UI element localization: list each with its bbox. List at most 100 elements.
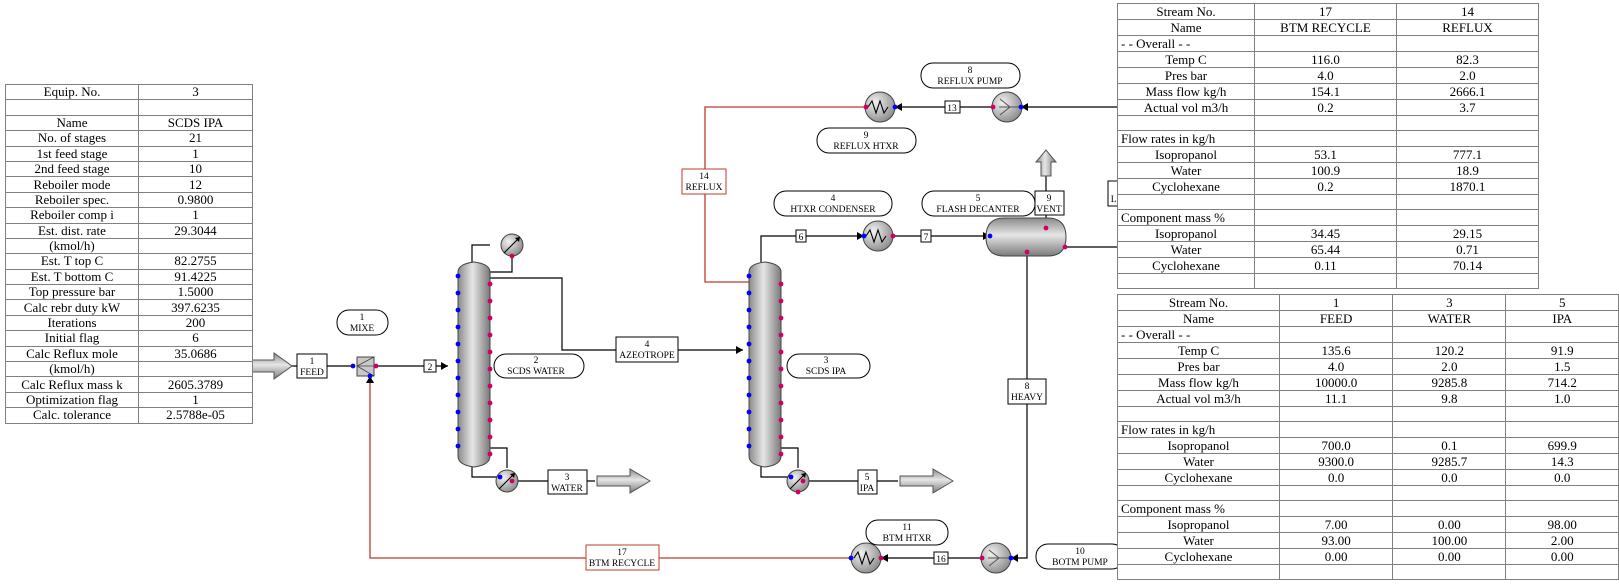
- table-cell: 34.45: [1254, 225, 1397, 242]
- stream-label-water[interactable]: 3 WATER: [547, 469, 588, 495]
- table-cell: 1.5000: [138, 284, 253, 301]
- table-cell: No. of stages: [5, 130, 139, 147]
- table-cell: [1254, 194, 1397, 210]
- reboiler-icon: [786, 469, 810, 493]
- equipment-label-flash-decanter[interactable]: 5 FLASH DECANTER: [921, 190, 1036, 217]
- table-cell: FEED: [1278, 310, 1394, 327]
- table-cell: 9285.8: [1392, 374, 1507, 391]
- heat-exchanger-icon[interactable]: [862, 220, 894, 252]
- outlet-port: [990, 104, 996, 110]
- equipment-label-htxr-condenser[interactable]: 4 HTXR CONDENSER: [773, 190, 893, 217]
- table-cell: 91.4225: [138, 268, 253, 286]
- stream-label-7[interactable]: 7: [920, 229, 932, 243]
- outlet-port: [863, 104, 869, 110]
- stream-6-line[interactable]: [760, 235, 864, 262]
- pump-icon[interactable]: [991, 91, 1023, 123]
- table-cell: [1254, 35, 1397, 52]
- outlet-port: [878, 555, 884, 561]
- stream-btm-recycle-line[interactable]: [369, 376, 858, 559]
- heat-exchanger-icon[interactable]: [850, 542, 882, 574]
- stream-label-azeotrope[interactable]: 4 AZEOTROPE: [615, 336, 679, 363]
- blank-row: [1117, 273, 1539, 289]
- table-cell: [1505, 421, 1619, 438]
- column-icon[interactable]: [457, 261, 491, 468]
- table-cell: 2605.3789: [138, 376, 253, 393]
- equipment-label-botm-pump[interactable]: 10 BOTM PUMP: [1035, 543, 1125, 570]
- stream-label-btm-recycle[interactable]: 17 BTM RECYCLE: [585, 544, 660, 571]
- section-header-row: Component mass %: [1117, 500, 1619, 517]
- section-label: Flow rates in kg/h: [1117, 130, 1255, 147]
- equipment-label-reflux-htxr[interactable]: 9 REFLUX HTXR: [816, 127, 917, 154]
- outlet-port: [778, 383, 784, 389]
- table-cell: 29.3044: [138, 222, 253, 239]
- column-header: 3: [1392, 294, 1507, 311]
- outlet-port: [487, 400, 493, 406]
- mixer-icon[interactable]: [356, 356, 375, 377]
- inlet-port: [455, 324, 461, 330]
- pump-icon[interactable]: [980, 542, 1012, 574]
- column-ports: [455, 273, 784, 457]
- svg-text:SCDS WATER: SCDS WATER: [507, 367, 565, 377]
- table-cell: [1278, 326, 1394, 343]
- table-cell: Reboiler mode: [5, 176, 139, 193]
- stream-heavy-line[interactable]: [1011, 252, 1028, 559]
- outlet-port: [778, 366, 784, 372]
- table-cell: 12: [138, 176, 253, 193]
- inlet-port: [455, 290, 461, 296]
- svg-text:1: 1: [360, 313, 365, 323]
- equipment-label-scds-water[interactable]: 2 SCDS WATER: [493, 353, 585, 379]
- svg-text:BTM HTXR: BTM HTXR: [883, 534, 932, 544]
- table-cell: [1254, 209, 1397, 226]
- equipment-label-btm-htxr[interactable]: 11 BTM HTXR: [865, 519, 949, 546]
- table-cell: Actual vol m3/h: [1117, 99, 1255, 116]
- reboiler-icon: [495, 469, 519, 493]
- stream-label-2[interactable]: 2: [423, 359, 437, 373]
- equipment-label-mixe[interactable]: 1 MIXE: [336, 309, 389, 336]
- stream-label-heavy[interactable]: 8 HEAVY: [1007, 378, 1047, 405]
- condenser-icon: [500, 233, 524, 257]
- table-cell: 29.15: [1396, 225, 1539, 242]
- column-header: 1: [1278, 294, 1394, 311]
- stream-label-6[interactable]: 6: [795, 229, 807, 243]
- stream-azeotrope-line[interactable]: [476, 277, 743, 351]
- column-icon[interactable]: [748, 261, 782, 468]
- stream-label-feed[interactable]: 1 FEED: [296, 353, 328, 379]
- table-cell: 1870.1: [1396, 178, 1539, 195]
- stream-label-vent[interactable]: 9 VENT: [1034, 190, 1065, 216]
- table-cell: 397.6235: [138, 299, 253, 316]
- stream-label-16[interactable]: 16: [933, 551, 949, 565]
- inlet-port: [455, 409, 461, 415]
- table-cell: [1278, 406, 1394, 422]
- stream-labels: 1 FEED 2 3 WATER 4 AZEOTROPE 5 IPA 6 7: [296, 100, 1143, 571]
- inlet-port: [455, 341, 461, 347]
- product-arrow-icon: [899, 468, 954, 494]
- inlet-port: [746, 392, 752, 398]
- table-cell: 98.00: [1505, 516, 1619, 533]
- stream-label-reflux[interactable]: 14 REFLUX: [681, 168, 727, 195]
- inlet-port: [746, 307, 752, 313]
- table-cell: 1: [138, 391, 253, 409]
- heat-exchanger-icon[interactable]: [864, 91, 896, 123]
- equipment-label-scds-ipa[interactable]: 3 SCDS IPA: [786, 353, 871, 379]
- table-cell: 0.2: [1254, 99, 1397, 116]
- product-arrow-icon: [596, 468, 651, 494]
- equipment-labels: 1 MIXE 2 SCDS WATER 3 SCDS IPA 4 HTXR CO…: [336, 62, 1125, 570]
- svg-text:HEAVY: HEAVY: [1011, 393, 1043, 403]
- table-cell: 9285.7: [1392, 453, 1507, 470]
- inlet-port: [746, 375, 752, 381]
- svg-text:5: 5: [865, 473, 870, 483]
- outlet-port: [979, 555, 985, 561]
- outlet-port: [487, 349, 493, 355]
- table-cell: Est. T top C: [5, 253, 139, 270]
- stream-label-13[interactable]: 13: [944, 100, 961, 114]
- table-cell: 699.9: [1505, 437, 1619, 454]
- svg-text:9: 9: [1047, 194, 1052, 204]
- table-cell: 0.1: [1392, 437, 1507, 454]
- equipment-label-reflux-pump[interactable]: 8 REFLUX PUMP: [920, 62, 1021, 89]
- table-cell: 82.2755: [138, 253, 253, 270]
- stream-label-ipa[interactable]: 5 IPA: [857, 469, 878, 495]
